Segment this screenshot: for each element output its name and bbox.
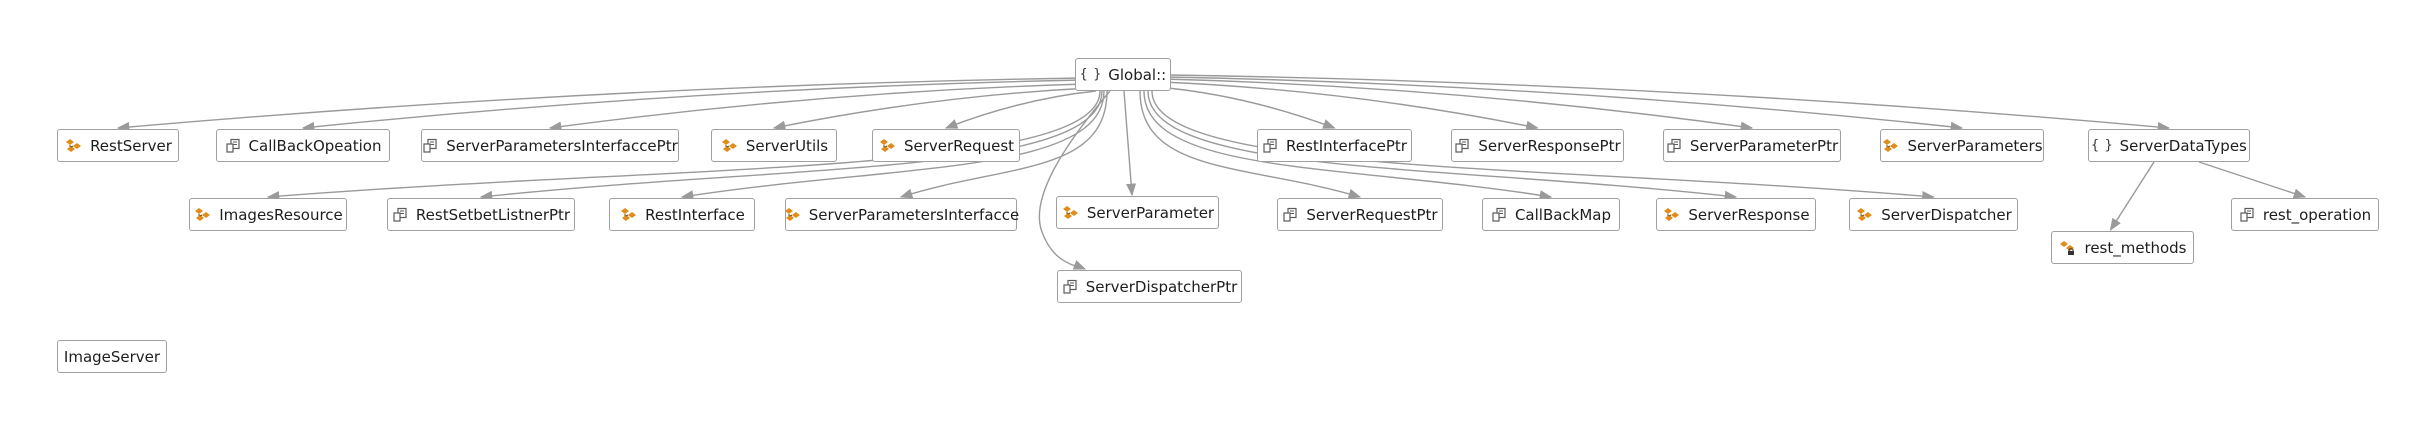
typedef-icon xyxy=(1262,138,1278,154)
node-serverparameter[interactable]: ServerParameter xyxy=(1056,196,1219,229)
node-label: RestServer xyxy=(90,136,172,155)
node-label: CallBackOpeation xyxy=(248,136,382,155)
node-label: ServerResponsePtr xyxy=(1478,136,1621,155)
node-label: ServerDispatcher xyxy=(1881,205,2012,224)
node-label: RestInterface xyxy=(645,205,745,224)
edge-global-serverutils xyxy=(772,87,1091,131)
typedef-icon xyxy=(1666,138,1682,154)
node-serverparamsiface[interactable]: ServerParametersInterfacce xyxy=(783,198,1020,231)
node-rest_methods[interactable]: rest_methods xyxy=(2051,231,2194,264)
namespace-icon: { } xyxy=(1079,67,1102,82)
node-label: ServerParameter xyxy=(1086,203,1215,222)
node-label: ServerResponse xyxy=(1688,205,1810,224)
node-serverdispatcher[interactable]: ServerDispatcher xyxy=(1849,198,2018,231)
edge-global-serverdispatcherptr xyxy=(1038,90,1111,270)
edge-global-serverparamsiface xyxy=(899,90,1108,199)
typedef-icon xyxy=(1062,279,1078,295)
edge-global-serverrequestptr xyxy=(1139,90,1362,199)
typedef-icon xyxy=(1491,207,1507,223)
node-label: ServerUtils xyxy=(745,136,829,155)
edge-global-serverdispatcher xyxy=(1151,90,1935,202)
edge-global-serverresponse xyxy=(1147,90,1738,201)
edge-global-serverparamsifaceptr xyxy=(548,83,1086,132)
class-icon xyxy=(1855,207,1873,223)
node-label: CallBackMap xyxy=(1514,205,1612,224)
node-callbackopeation[interactable]: CallBackOpeation xyxy=(216,129,390,162)
edge-global-serverparameters xyxy=(1167,76,1964,132)
edge-global-restinterface xyxy=(680,90,1105,201)
edge-serverdatatypes-rest_methods xyxy=(2109,161,2155,232)
class-icon xyxy=(193,207,211,223)
node-global[interactable]: { } Global:: xyxy=(1075,58,1171,91)
node-restsetbetlistnerptr[interactable]: RestSetbetListnerPtr xyxy=(387,198,575,231)
node-label: ServerDispatcherPtr xyxy=(1085,277,1238,296)
node-label: ServerDataTypes xyxy=(2119,136,2247,155)
typedef-icon xyxy=(1454,138,1470,154)
node-serverdispatcherptr[interactable]: ServerDispatcherPtr xyxy=(1057,270,1242,303)
node-label: ImagesResource xyxy=(219,205,343,224)
node-serverparamsifaceptr[interactable]: ServerParametersInterfaccePtr xyxy=(421,129,679,162)
class-icon xyxy=(619,207,637,223)
node-label: ServerParameters xyxy=(1907,136,2043,155)
node-label: RestSetbetListnerPtr xyxy=(415,205,571,224)
node-label: Global:: xyxy=(1108,65,1167,84)
node-label: ImageServer xyxy=(63,347,161,366)
edge-serverdatatypes-rest_operation xyxy=(2198,161,2307,199)
edge-global-callbackmap xyxy=(1143,90,1553,201)
typedef-icon xyxy=(225,138,241,154)
node-label: ServerParameterPtr xyxy=(1689,136,1839,155)
edge-global-serverresponseptr xyxy=(1161,81,1539,131)
node-imageserver[interactable]: ImageServer xyxy=(57,340,167,373)
namespace-icon: { } xyxy=(2091,138,2113,153)
class-icon xyxy=(1881,138,1899,154)
edge-global-callbackopeation xyxy=(301,79,1083,132)
typedef-icon xyxy=(1282,207,1298,223)
edge-global-serverparameterptr xyxy=(1164,78,1754,132)
edge-global-serverparameter xyxy=(1123,90,1137,197)
class-icon xyxy=(64,138,82,154)
node-label: ServerParametersInterfaccePtr xyxy=(446,136,678,155)
node-label: rest_methods xyxy=(2084,238,2187,257)
edge-global-restserver xyxy=(116,77,1081,133)
class-icon xyxy=(878,138,896,154)
edge-global-serverdatatypes xyxy=(1169,74,2171,133)
edge-global-restinterfaceptr xyxy=(1157,86,1336,129)
class-icon xyxy=(720,138,738,154)
node-restinterface[interactable]: RestInterface xyxy=(609,198,755,231)
node-label: ServerRequest xyxy=(903,136,1015,155)
node-serverrequest[interactable]: ServerRequest xyxy=(872,129,1020,162)
typedef-icon xyxy=(2239,207,2255,223)
node-serverresponseptr[interactable]: ServerResponsePtr xyxy=(1451,129,1624,162)
node-callbackmap[interactable]: CallBackMap xyxy=(1482,198,1620,231)
node-serverresponse[interactable]: ServerResponse xyxy=(1656,198,1816,231)
typedef-icon xyxy=(422,138,438,154)
node-serverdatatypes[interactable]: { } ServerDataTypes xyxy=(2088,129,2250,162)
node-label: ServerRequestPtr xyxy=(1306,205,1438,224)
class-icon xyxy=(1061,205,1079,221)
class-icon xyxy=(783,207,801,223)
node-serverparameters[interactable]: ServerParameters xyxy=(1880,129,2044,162)
node-restserver[interactable]: RestServer xyxy=(57,129,179,162)
node-restinterfaceptr[interactable]: RestInterfacePtr xyxy=(1257,129,1412,162)
class-icon xyxy=(1662,207,1680,223)
node-rest_operation[interactable]: rest_operation xyxy=(2231,198,2379,231)
edge-global-restsetbetlistnerptr xyxy=(479,90,1103,201)
node-label: rest_operation xyxy=(2262,205,2372,224)
node-serverparameterptr[interactable]: ServerParameterPtr xyxy=(1663,129,1841,162)
node-serverrequestptr[interactable]: ServerRequestPtr xyxy=(1277,198,1443,231)
node-label: ServerParametersInterfacce xyxy=(808,205,1020,224)
typedef-icon xyxy=(392,207,408,223)
enum-icon xyxy=(2058,240,2076,256)
edge-global-serverrequest xyxy=(944,90,1097,129)
node-label: RestInterfacePtr xyxy=(1286,136,1407,155)
node-imagesresource[interactable]: ImagesResource xyxy=(189,198,347,231)
edge-global-imagesresource xyxy=(266,90,1101,202)
node-serverutils[interactable]: ServerUtils xyxy=(711,129,837,162)
